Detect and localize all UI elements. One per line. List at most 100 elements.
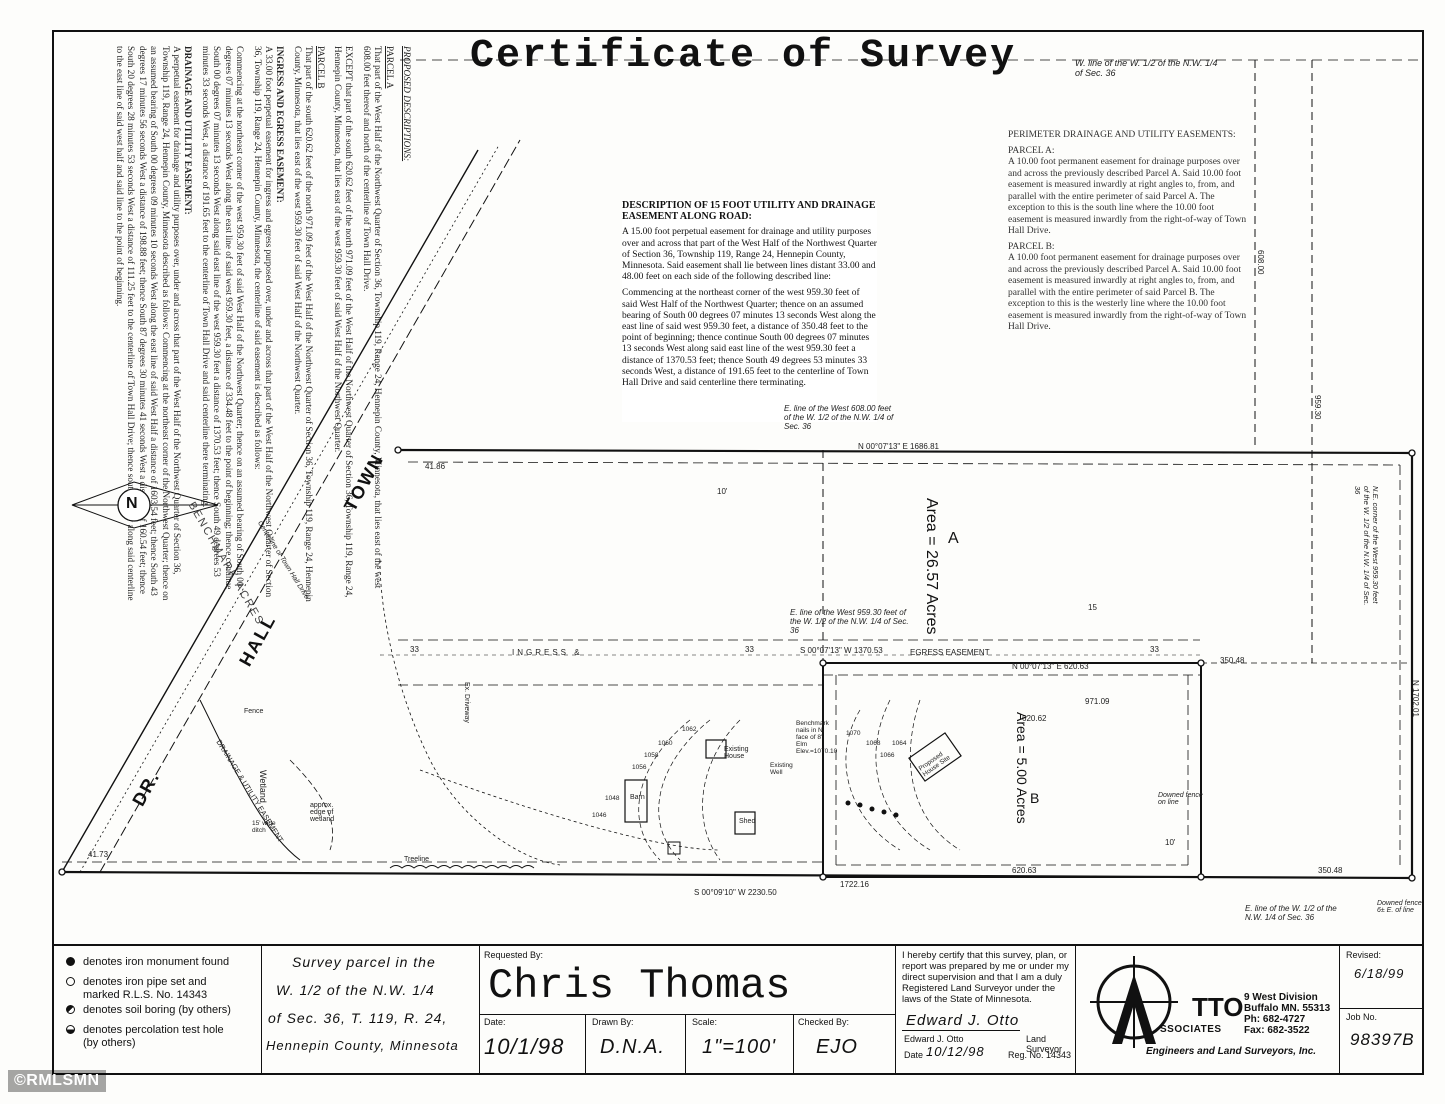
contour-1070: 1070 bbox=[846, 730, 861, 737]
firm-block: TTO SSOCIATES 9 West Division Buffalo MN… bbox=[1076, 946, 1340, 1075]
revision-block: Revised: 6/18/99 Job No. 98397B bbox=[1340, 946, 1424, 1075]
firm-address-2: Buffalo MN. 55313 bbox=[1244, 1003, 1331, 1014]
bearing-north: N 00°07'13" E 1686.81 bbox=[858, 442, 939, 451]
ne-corner-label: N.E. corner of the West 959.30 feet of t… bbox=[1353, 486, 1380, 606]
perimeter-b-title: PARCEL B: bbox=[1008, 241, 1055, 252]
parcel-desc-l1: Survey parcel in the bbox=[292, 954, 436, 970]
checked-by-label: Checked By: bbox=[798, 1017, 850, 1027]
house-shape bbox=[705, 739, 727, 759]
contour-1056: 1056 bbox=[632, 764, 647, 771]
contour-1064: 1064 bbox=[892, 740, 907, 747]
wetland-edge bbox=[199, 699, 301, 861]
egress-label: EGRESS EASEMENT bbox=[910, 648, 990, 657]
dist-350-48-top: 350.48 bbox=[1220, 656, 1245, 665]
cert-text: I hereby certify that this survey, plan,… bbox=[902, 950, 1069, 1005]
perimeter-easements: PERIMETER DRAINAGE AND UTILITY EASEMENTS… bbox=[1008, 130, 1248, 338]
date-value: 10/1/98 bbox=[484, 1034, 565, 1059]
checked-by-value: EJO bbox=[816, 1036, 858, 1058]
surveyor-name: Edward J. Otto bbox=[904, 1034, 964, 1044]
perimeter-b-text: A 10.00 foot permanent easement for drai… bbox=[1008, 253, 1247, 332]
benchmark-label: Benchmark nails in N. face of 8" Elm Ele… bbox=[796, 720, 838, 755]
w-line-label: W. line of the W. 1/2 of the N.W. 1/4 of… bbox=[1075, 58, 1218, 78]
firm-phone: Ph: 682-4727 bbox=[1244, 1014, 1306, 1025]
dist-620-62: 620.62 bbox=[1022, 714, 1047, 723]
crosshair-logo-icon bbox=[1090, 956, 1178, 1048]
dist-608: 608.00 bbox=[1256, 250, 1265, 275]
parcel-a-letter: A bbox=[948, 530, 959, 547]
shed-label: Shed bbox=[739, 818, 756, 825]
existing-house-label: Existing House bbox=[724, 746, 749, 760]
survey-plan bbox=[58, 59, 1424, 882]
revised-label: Revised: bbox=[1346, 950, 1382, 960]
shed-small-shape bbox=[667, 841, 681, 855]
surveyor-title: Land Surveyor bbox=[1026, 1034, 1063, 1054]
scale-label: Scale: bbox=[692, 1017, 718, 1027]
reg-no: Reg. No. 14343 bbox=[1008, 1050, 1072, 1060]
firm-address-1: 9 West Division bbox=[1244, 992, 1318, 1003]
dist-33-a: 33 bbox=[410, 645, 419, 654]
bearing-b-north: N 00°07'13" E 620.63 bbox=[1012, 662, 1089, 671]
ingress-label: INGRESS & bbox=[512, 648, 583, 657]
contour-1046: 1046 bbox=[592, 812, 607, 819]
parcel-desc-l4: Hennepin County, Minnesota bbox=[266, 1038, 459, 1053]
north-label: N bbox=[126, 495, 138, 512]
legend-iron-found: denotes iron monument found bbox=[83, 956, 230, 968]
approx-edge-label: approx. edge of wetland bbox=[310, 802, 335, 823]
legend: denotes iron monument found denotes iron… bbox=[52, 946, 262, 1075]
shed-shape bbox=[734, 811, 756, 835]
ex-driveway bbox=[379, 559, 561, 866]
contour-1068: 1068 bbox=[866, 740, 881, 747]
perimeter-a-text: A 10.00 foot permanent easement for drai… bbox=[1008, 157, 1247, 236]
dist-15: 15 bbox=[1088, 603, 1097, 612]
soil-boring-icon bbox=[66, 1005, 75, 1014]
certification: I hereby certify that this survey, plan,… bbox=[896, 946, 1076, 1075]
perimeter-heading: PERIMETER DRAINAGE AND UTILITY EASEMENTS… bbox=[1008, 130, 1236, 140]
existing-well-label: Existing Well bbox=[770, 762, 793, 776]
contour-1066: 1066 bbox=[880, 752, 895, 759]
parcel-b-letter: B bbox=[1030, 790, 1040, 806]
iron-set-icon bbox=[66, 977, 75, 986]
legend-iron-set-2: marked R.L.S. No. 14343 bbox=[83, 989, 208, 1001]
legend-iron-set: denotes iron pipe set and bbox=[83, 976, 207, 988]
dist-959: 959.30 bbox=[1313, 395, 1322, 420]
dist-1702: N 1702.01 bbox=[1411, 680, 1420, 717]
drawn-by-label: Drawn By: bbox=[592, 1017, 634, 1027]
bearing-south: S 00°09'10" W 2230.50 bbox=[694, 888, 777, 897]
dist-10-b: 10' bbox=[1165, 838, 1176, 847]
downed-fence-label: Downed fence on line bbox=[1158, 792, 1203, 806]
title-block: denotes iron monument found denotes iron… bbox=[52, 944, 1424, 1075]
scale-value: 1"=100' bbox=[702, 1036, 777, 1058]
dist-620-63: 620.63 bbox=[1012, 866, 1037, 875]
bearing-ingress: S 00°07'13" W 1370.53 bbox=[800, 646, 883, 655]
proposed-house-shape bbox=[908, 732, 962, 782]
road-edge-north bbox=[99, 139, 521, 873]
road-edge-south bbox=[61, 149, 479, 873]
parcel-desc-l3: of Sec. 36, T. 119, R. 24, bbox=[268, 1010, 448, 1026]
utility-easement-box: DESCRIPTION OF 15 FOOT UTILITY AND DRAIN… bbox=[622, 200, 877, 422]
contour-1048: 1048 bbox=[605, 795, 620, 802]
parcel-a-boundary bbox=[61, 448, 1414, 880]
area-a-label: Area = 26.57 Acres bbox=[923, 498, 940, 635]
dist-41-86: 41.86 bbox=[425, 462, 446, 471]
dist-350-48-bottom: 350.48 bbox=[1318, 866, 1343, 875]
parcel-b-boundary bbox=[822, 662, 1202, 878]
client-name: Chris Thomas bbox=[488, 962, 791, 1010]
barn-label: Barn bbox=[630, 794, 645, 801]
firm-associates: SSOCIATES bbox=[1160, 1024, 1222, 1035]
e-line-608-label: E. line of the West 608.00 feet of the W… bbox=[784, 404, 894, 431]
revised-value: 6/18/99 bbox=[1354, 966, 1405, 981]
job-label: Job No. bbox=[1346, 1012, 1378, 1022]
ditch-label: 15' wide ditch bbox=[252, 820, 276, 834]
requested-by-label: Requested By: bbox=[484, 950, 544, 960]
contour-1058: 1058 bbox=[644, 752, 659, 759]
dist-33-b: 33 bbox=[745, 645, 754, 654]
area-b-label: Area = 5.00 Acres bbox=[1014, 712, 1030, 824]
watermark: ©RMLSMN bbox=[8, 1070, 106, 1092]
date-label: Date: bbox=[484, 1017, 506, 1027]
treeline-label: Treeline bbox=[404, 856, 430, 863]
e-line-sec-label: E. line of the W. 1/2 of the N.W. 1/4 of… bbox=[1245, 904, 1337, 922]
legend-perc-test: denotes percolation test hole bbox=[83, 1024, 224, 1036]
parcel-description: Survey parcel in the W. 1/2 of the N.W. … bbox=[262, 946, 480, 1075]
legend-soil-boring: denotes soil boring (by others) bbox=[83, 1004, 231, 1016]
sign-date-value: 10/12/98 bbox=[926, 1044, 985, 1059]
